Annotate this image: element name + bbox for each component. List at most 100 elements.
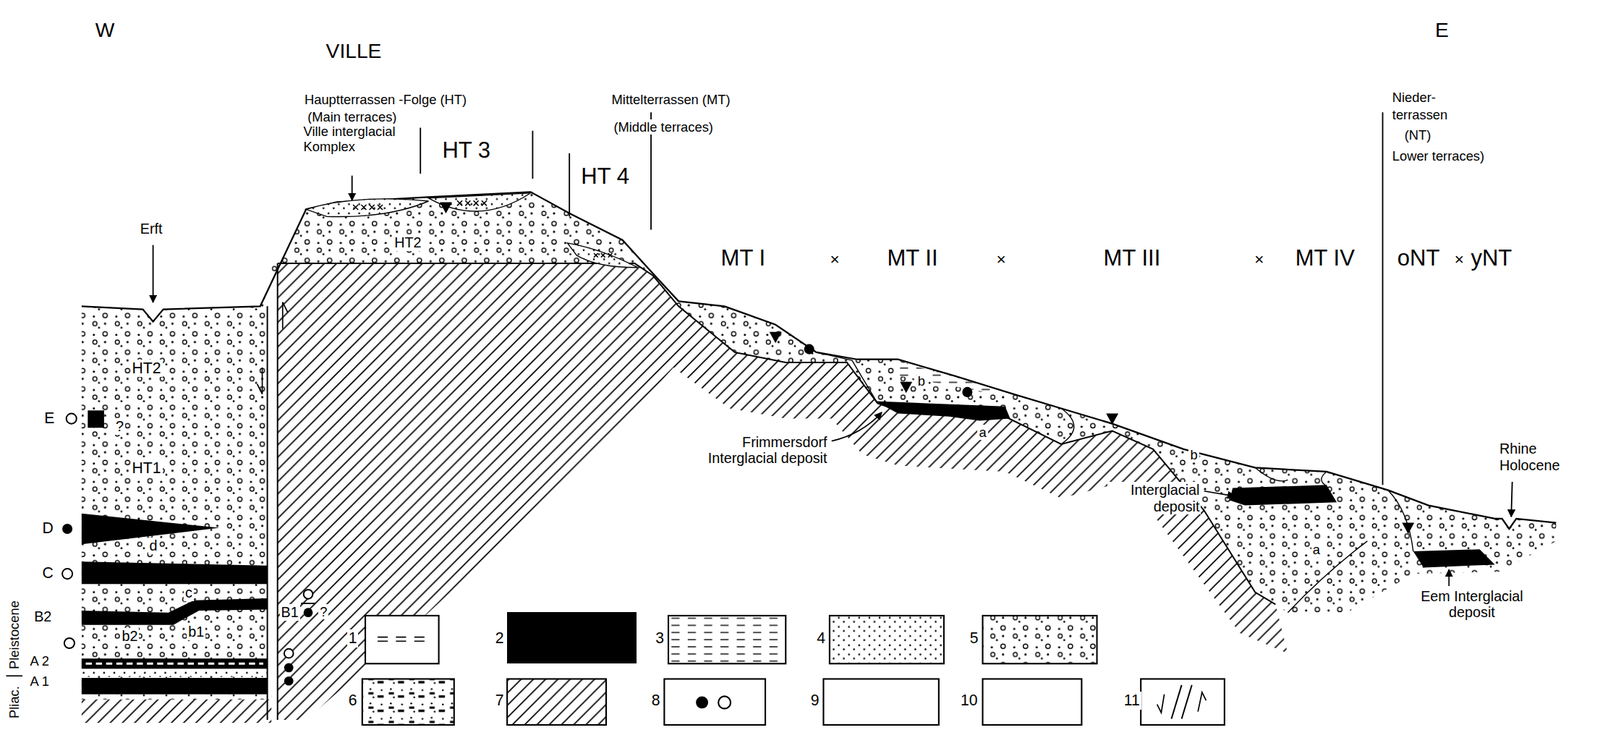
pointer-arrow	[351, 175, 353, 201]
map-label: b2	[120, 627, 139, 645]
map-label: Pleistocene	[6, 598, 22, 671]
legend-number: 3	[653, 629, 666, 647]
bedrock-surface	[277, 263, 1276, 604]
map-label: HT 3	[440, 137, 492, 164]
band-dashes	[86, 662, 264, 665]
legend-number: 2	[494, 629, 506, 647]
map-label: Frimmersdorf Interglacial deposit	[673, 433, 829, 467]
leader-line	[831, 412, 882, 442]
fault-arrow	[282, 302, 288, 330]
map-label: c	[183, 584, 194, 602]
legend-swatch	[983, 678, 1083, 725]
gravel-body	[81, 191, 1556, 699]
pointer-arrow	[152, 245, 155, 303]
map-label: VILLE	[324, 39, 384, 63]
map-label: HT2	[130, 359, 163, 377]
legend-number: 7	[494, 691, 506, 709]
map-label: yNT	[1469, 245, 1514, 272]
fauna-symbol	[64, 637, 75, 649]
map-label: W	[94, 18, 117, 42]
map-label: ?	[114, 418, 126, 435]
heading-bar	[420, 112, 1383, 485]
legend-number: 6	[347, 691, 359, 709]
map-label: B2	[32, 608, 53, 625]
map-label: (NT)	[1403, 127, 1433, 143]
fault-line	[267, 263, 278, 720]
map-label: Pliac.	[6, 684, 22, 720]
legend-number: 1	[347, 629, 359, 647]
fauna-symbol	[66, 413, 77, 424]
map-label: Rhine Holocene	[1498, 440, 1572, 474]
ice-wedge-symbol	[1401, 522, 1415, 535]
map-label: A 2	[28, 653, 52, 669]
ice-wedge-symbols	[439, 201, 1415, 709]
interglacial-band	[87, 410, 105, 428]
legend-swatch	[829, 615, 944, 664]
cross-symbol	[352, 204, 383, 210]
ground-surface	[81, 191, 1556, 529]
interglacial-band	[81, 677, 268, 695]
map-label: HT2	[392, 234, 423, 251]
legend-samples	[362, 615, 1225, 725]
fauna-symbol	[962, 386, 973, 398]
legend-number: 10	[959, 691, 980, 709]
fault-arrow	[1157, 694, 1165, 713]
pointer-arrow	[1511, 481, 1512, 517]
fault-arrow	[257, 367, 263, 395]
ice-wedge-symbol	[1289, 489, 1302, 502]
cross-symbol	[457, 200, 487, 206]
map-label: Hauptterrassen -Folge (HT)	[303, 91, 468, 108]
legend-number: 5	[968, 629, 981, 647]
ville-lens	[305, 198, 429, 217]
ice-wedge-symbol	[899, 381, 913, 394]
fauna-symbol	[695, 695, 709, 709]
fauna-symbol	[284, 676, 294, 686]
map-label: b	[916, 373, 927, 389]
map-label: Eem Interglacial deposit	[1408, 588, 1536, 621]
map-label: oNT	[1396, 245, 1442, 272]
fauna-symbol	[804, 344, 815, 355]
fauna-symbol	[62, 568, 73, 579]
map-label: (Middle terraces)	[611, 119, 715, 135]
leader-line	[1448, 569, 1450, 586]
ht4-lens	[567, 243, 638, 268]
fauna-symbol	[303, 607, 314, 617]
map-label: a	[977, 424, 988, 440]
cross-symbols	[352, 200, 1049, 706]
legend-swatch	[983, 615, 1098, 664]
fauna-symbol	[62, 523, 73, 534]
fauna-divider	[300, 602, 316, 604]
map-label: D	[40, 519, 55, 537]
map-label: Ville interglacial Komplex	[302, 123, 417, 155]
legend-number: 9	[809, 691, 821, 709]
map-label: Mittelterrassen (MT)	[610, 91, 733, 108]
legend-swatch	[664, 678, 766, 725]
map-label: HT 4	[579, 163, 631, 190]
ice-wedge-symbol	[439, 201, 453, 214]
legend-number: 8	[650, 691, 662, 709]
map-label: E	[42, 409, 56, 427]
interglacial-band	[1229, 484, 1337, 505]
map-label: HT1	[130, 459, 163, 477]
map-label: Nieder-	[1390, 89, 1438, 105]
legend-swatch	[365, 615, 440, 664]
map-label: Erft	[138, 220, 165, 238]
fauna-symbol	[718, 695, 731, 709]
ice-wedge-symbol	[769, 332, 782, 344]
map-label: b	[1188, 447, 1199, 463]
map-label: A 1	[28, 673, 52, 689]
ice-wedge-symbol	[1105, 413, 1119, 426]
map-label: (Main terraces)	[305, 109, 398, 125]
map-label: MT III	[1102, 245, 1163, 272]
fauna-symbol	[284, 648, 294, 659]
epoch-divider	[5, 674, 23, 677]
fauna-symbol	[303, 589, 314, 599]
map-label: b1	[186, 623, 206, 641]
map-label: ×	[1453, 250, 1466, 270]
map-label: a	[1311, 541, 1322, 557]
sand-band	[81, 669, 268, 678]
map-label: ×	[1252, 250, 1266, 270]
map-label: Interglacial deposit	[1107, 481, 1202, 515]
legend-swatch	[507, 611, 637, 664]
